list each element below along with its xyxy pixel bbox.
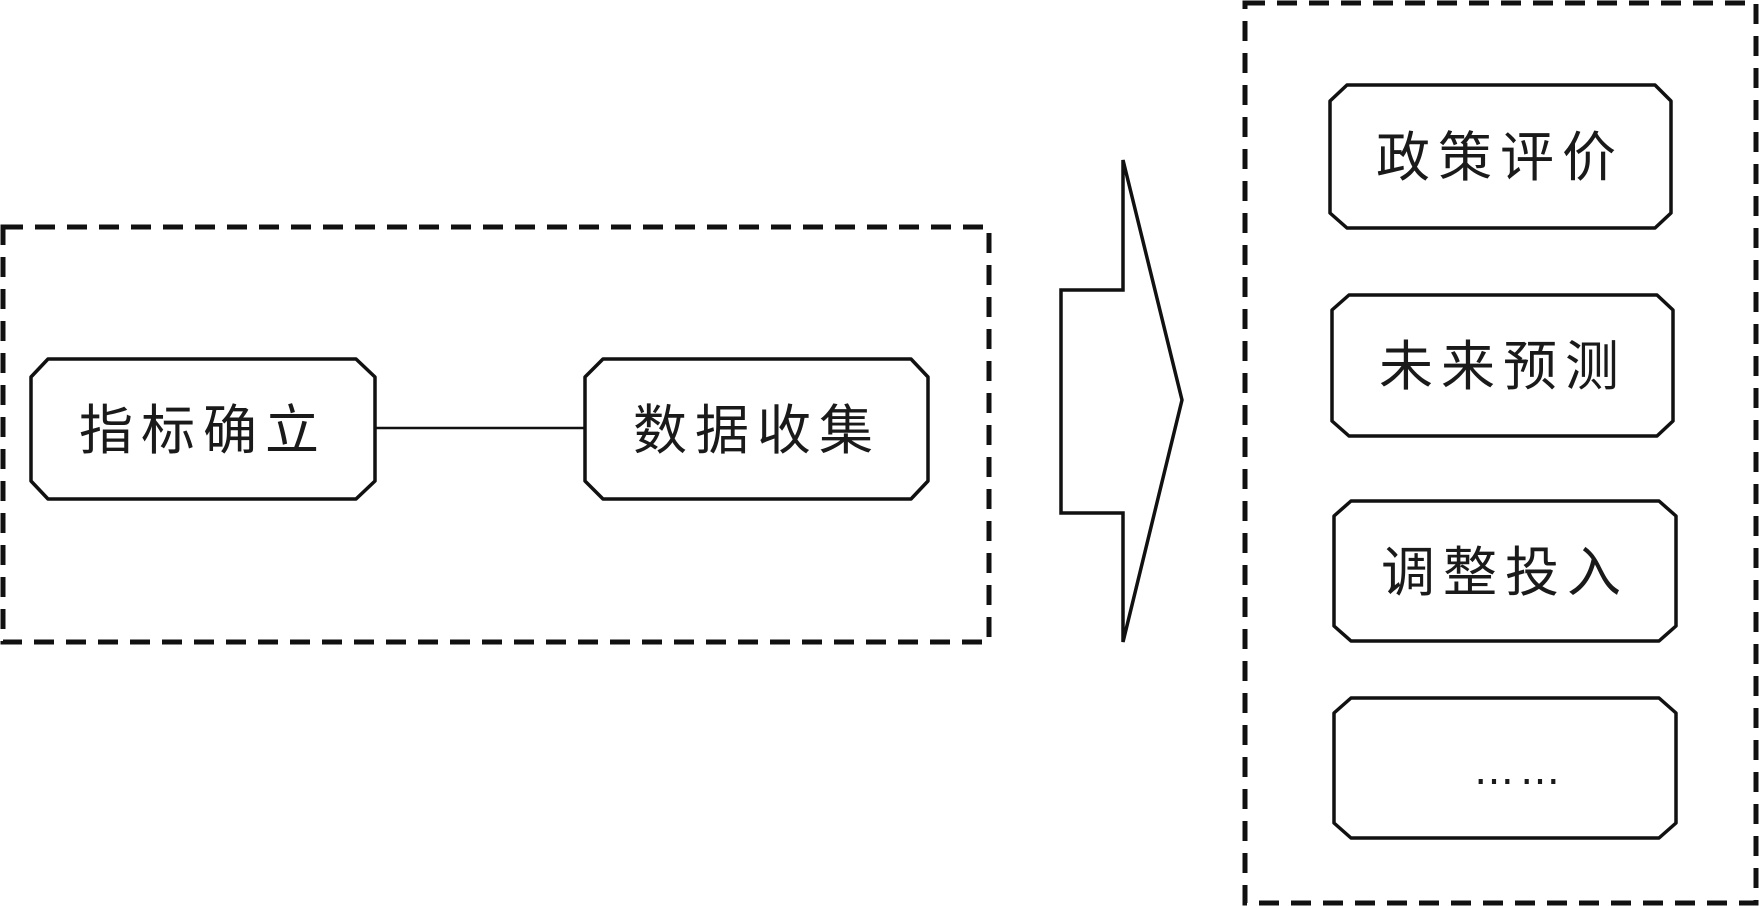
- flow-arrow: [1059, 159, 1184, 643]
- output-box-frame: [1330, 293, 1675, 438]
- output-label: ……: [1474, 748, 1566, 794]
- output-box-frame: [1332, 696, 1678, 840]
- output-box-frame: [1328, 83, 1673, 230]
- step-box-frame: [583, 357, 930, 501]
- step-box-frame: [29, 357, 377, 501]
- output-label: 政策评价: [1376, 126, 1624, 189]
- output-label: 未来预测: [1379, 335, 1627, 398]
- output-group-frame: [1242, 0, 1759, 906]
- output-box-adjust-investment: 调整投入: [1332, 499, 1678, 643]
- step-box-indicator: 指标确立: [29, 357, 377, 501]
- output-box-frame: [1332, 499, 1678, 643]
- step-label: 数据收集: [633, 399, 881, 462]
- input-group-frame: [0, 224, 992, 645]
- output-label: 调整投入: [1381, 541, 1629, 604]
- output-box-more: ……: [1332, 696, 1678, 840]
- output-box-policy-evaluation: 政策评价: [1328, 83, 1673, 230]
- step-label: 指标确立: [79, 399, 327, 462]
- step-box-data-collection: 数据收集: [583, 357, 930, 501]
- output-box-future-forecast: 未来预测: [1330, 293, 1675, 438]
